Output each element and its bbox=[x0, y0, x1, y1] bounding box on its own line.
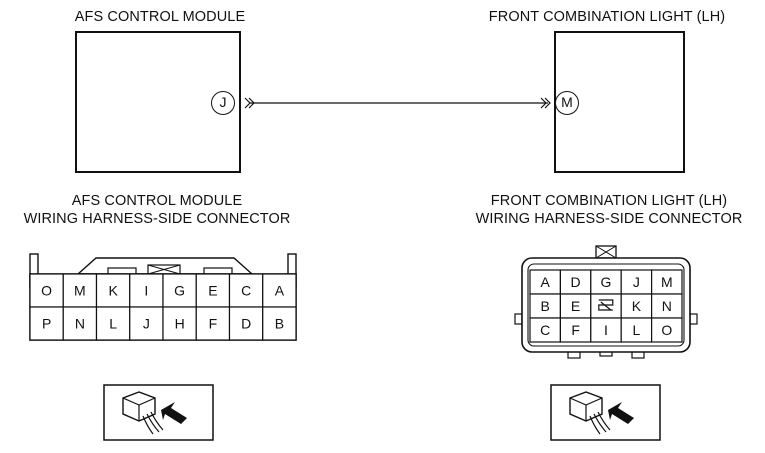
pin-J: J bbox=[143, 316, 150, 332]
pin-E: E bbox=[571, 298, 580, 314]
pin-D: D bbox=[241, 316, 251, 332]
left-connector-title-2: WIRING HARNESS-SIDE CONNECTOR bbox=[23, 211, 291, 227]
chevron-j-1 bbox=[244, 97, 251, 109]
right-connector-title-2: WIRING HARNESS-SIDE CONNECTOR bbox=[475, 211, 743, 227]
pin-J: J bbox=[633, 274, 640, 290]
light-harness-connector: A D G J M B E K N C F I L O bbox=[514, 245, 698, 359]
lock-slot-left bbox=[107, 267, 137, 275]
pin-N: N bbox=[662, 298, 672, 314]
left-connector-title-1: AFS CONTROL MODULE bbox=[71, 193, 243, 209]
pin-A: A bbox=[275, 283, 285, 299]
pin-cell bbox=[620, 269, 653, 295]
front-light-title: FRONT COMBINATION LIGHT (LH) bbox=[488, 9, 726, 25]
pin-cell bbox=[95, 273, 131, 308]
pin-F: F bbox=[209, 316, 218, 332]
pin-C: C bbox=[241, 283, 251, 299]
pin-cell bbox=[195, 306, 231, 341]
pin-M: M bbox=[74, 283, 86, 299]
pin-F: F bbox=[571, 322, 580, 338]
pin-cell bbox=[651, 317, 683, 343]
blank-cavity-icon bbox=[598, 299, 614, 311]
pin-N: N bbox=[75, 316, 85, 332]
lock-slot-right bbox=[203, 267, 233, 275]
pin-K: K bbox=[632, 298, 642, 314]
pin-G: G bbox=[174, 283, 185, 299]
chevron-m-1 bbox=[540, 97, 547, 109]
pin-H: H bbox=[175, 316, 185, 332]
harness-view-icon-left bbox=[103, 384, 214, 441]
pin-cell bbox=[129, 306, 164, 341]
afs-module-title: AFS CONTROL MODULE bbox=[74, 9, 246, 25]
pin-L: L bbox=[633, 322, 641, 338]
pin-O: O bbox=[41, 283, 52, 299]
afs-harness-connector: O M K I G E C A P N L J H F D B bbox=[29, 253, 297, 341]
pin-cell bbox=[262, 306, 297, 341]
pin-cell bbox=[162, 306, 197, 341]
pin-I: I bbox=[604, 322, 608, 338]
pin-cell bbox=[559, 269, 592, 295]
terminal-m: M bbox=[555, 91, 579, 115]
pin-M: M bbox=[661, 274, 673, 290]
pin-cell bbox=[620, 317, 653, 343]
side-pip-left bbox=[514, 313, 523, 325]
chevron-j-2 bbox=[248, 97, 255, 109]
front-combination-light-box bbox=[554, 31, 685, 173]
pin-cell bbox=[29, 306, 64, 341]
pin-cell bbox=[262, 273, 297, 308]
pin-cell bbox=[529, 269, 561, 295]
pin-B: B bbox=[541, 298, 550, 314]
side-pip-right bbox=[689, 313, 698, 325]
pin-cell bbox=[162, 273, 197, 308]
pin-G: G bbox=[601, 274, 612, 290]
pin-cell bbox=[228, 306, 264, 341]
pin-cell bbox=[559, 317, 592, 343]
pin-P: P bbox=[42, 316, 51, 332]
pin-C: C bbox=[540, 322, 550, 338]
pin-O: O bbox=[661, 322, 672, 338]
pin-I: I bbox=[144, 283, 148, 299]
pin-cell bbox=[29, 273, 64, 308]
right-connector-title-1: FRONT COMBINATION LIGHT (LH) bbox=[490, 193, 728, 209]
pin-E: E bbox=[208, 283, 217, 299]
terminal-j: J bbox=[211, 91, 235, 115]
harness-view-icon-right bbox=[550, 384, 661, 441]
chevron-m-2 bbox=[544, 97, 551, 109]
pin-K: K bbox=[108, 283, 118, 299]
pin-L: L bbox=[109, 316, 117, 332]
pin-B: B bbox=[275, 316, 284, 332]
pin-A: A bbox=[541, 274, 551, 290]
pin-D: D bbox=[571, 274, 581, 290]
pin-cell bbox=[62, 306, 98, 341]
